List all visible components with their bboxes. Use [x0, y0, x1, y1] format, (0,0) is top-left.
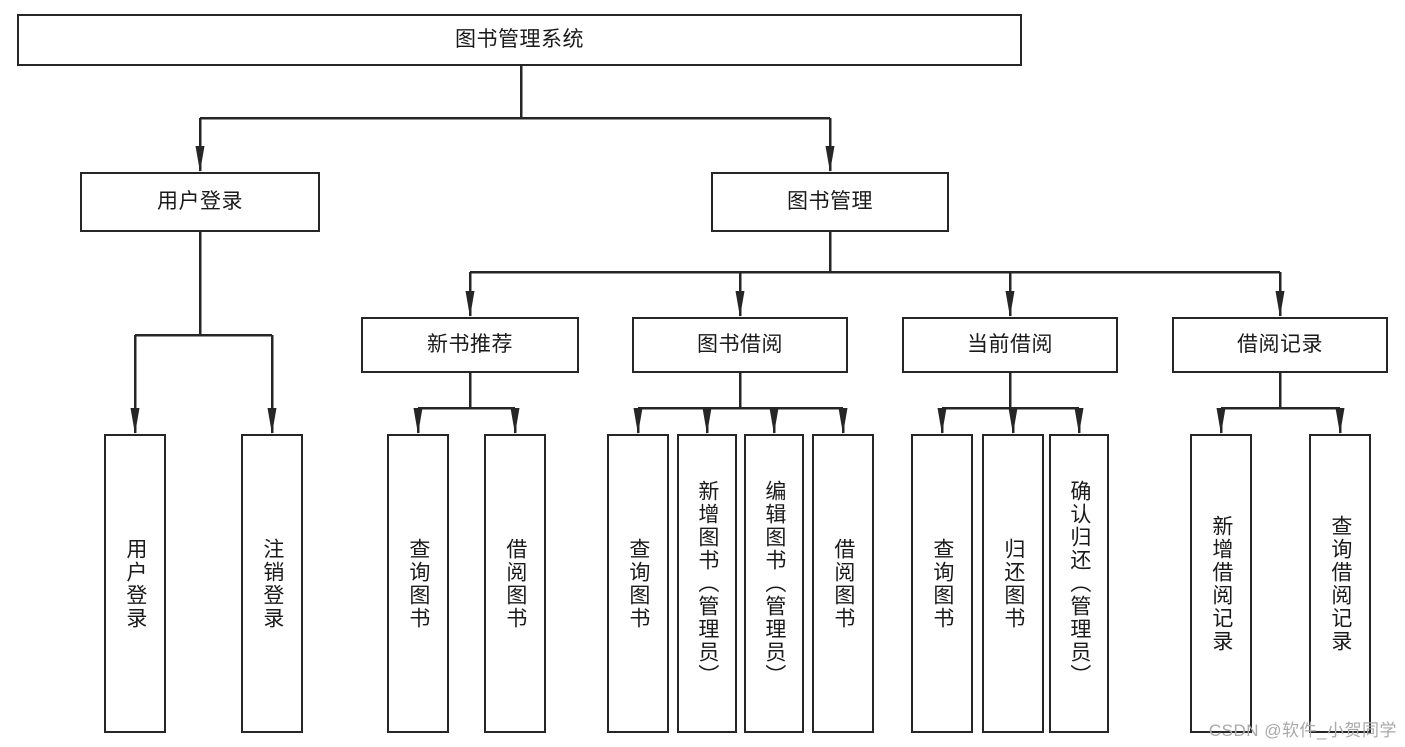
node-label: 新增借阅记录: [1209, 514, 1233, 653]
node-leaves-确认归还管理员[interactable]: 确认归还（管理员）: [1049, 434, 1109, 733]
node-label: 归还图书: [1001, 537, 1025, 630]
node-leaves-新增借阅记录[interactable]: 新增借阅记录: [1190, 434, 1252, 733]
node-label: 查询图书: [930, 537, 954, 630]
node-label: 新书推荐: [427, 333, 513, 357]
arrowhead: [1074, 408, 1084, 434]
node-leaves-查询图书[interactable]: 查询图书: [387, 434, 449, 733]
node-level3-新书推荐[interactable]: 新书推荐: [361, 317, 579, 373]
node-label: 图书借阅: [697, 333, 783, 357]
node-leaves-借阅图书[interactable]: 借阅图书: [812, 434, 874, 733]
node-leaves-编辑图书管理员[interactable]: 编辑图书（管理员）: [744, 434, 804, 733]
arrowhead: [1275, 291, 1285, 317]
node-label: 图书管理系统: [455, 28, 584, 52]
arrowhead: [1335, 408, 1345, 434]
arrowhead: [267, 408, 277, 434]
node-label: 借阅图书: [503, 537, 527, 630]
node-label: 查询借阅记录: [1328, 514, 1352, 653]
node-label: 图书管理: [787, 190, 873, 214]
arrowhead: [465, 291, 475, 317]
node-leaves-查询借阅记录[interactable]: 查询借阅记录: [1309, 434, 1371, 733]
node-label: 查询图书: [626, 537, 650, 630]
arrowhead: [1216, 408, 1226, 434]
arrowhead: [1005, 291, 1015, 317]
arrowhead: [633, 408, 643, 434]
watermark-text: CSDN @软件_小贺同学: [1208, 721, 1397, 740]
node-leaves-新增图书管理员[interactable]: 新增图书（管理员）: [677, 434, 737, 733]
node-label: 编辑图书（管理员）: [762, 480, 786, 687]
arrowhead: [769, 408, 779, 434]
node-level2-图书管理[interactable]: 图书管理: [711, 172, 949, 232]
node-level3-当前借阅[interactable]: 当前借阅: [902, 317, 1118, 373]
arrowhead: [735, 291, 745, 317]
node-level2-用户登录[interactable]: 用户登录: [80, 172, 320, 232]
node-label: 当前借阅: [967, 333, 1053, 357]
node-leaves-归还图书[interactable]: 归还图书: [982, 434, 1044, 733]
node-label: 用户登录: [157, 190, 243, 214]
node-leaves-查询图书[interactable]: 查询图书: [607, 434, 669, 733]
node-label: 借阅图书: [831, 537, 855, 630]
arrowhead: [825, 146, 835, 172]
node-level3-借阅记录[interactable]: 借阅记录: [1172, 317, 1388, 373]
node-leaves-借阅图书[interactable]: 借阅图书: [484, 434, 546, 733]
node-leaves-用户登录[interactable]: 用户登录: [104, 434, 166, 733]
arrowhead: [838, 408, 848, 434]
arrowhead: [130, 408, 140, 434]
node-label: 注销登录: [260, 537, 284, 630]
arrowhead: [510, 408, 520, 434]
arrowhead: [413, 408, 423, 434]
arrowhead: [937, 408, 947, 434]
node-label: 新增图书（管理员）: [695, 480, 719, 687]
node-label: 借阅记录: [1237, 333, 1323, 357]
node-leaves-注销登录[interactable]: 注销登录: [241, 434, 303, 733]
arrowhead: [702, 408, 712, 434]
node-label: 确认归还（管理员）: [1067, 480, 1091, 687]
node-label: 查询图书: [406, 537, 430, 630]
arrowhead: [195, 146, 205, 172]
node-leaves-查询图书[interactable]: 查询图书: [911, 434, 973, 733]
node-level3-图书借阅[interactable]: 图书借阅: [632, 317, 848, 373]
node-label: 用户登录: [123, 537, 147, 630]
arrowhead: [1008, 408, 1018, 434]
node-root-图书管理系统[interactable]: 图书管理系统: [17, 14, 1022, 66]
